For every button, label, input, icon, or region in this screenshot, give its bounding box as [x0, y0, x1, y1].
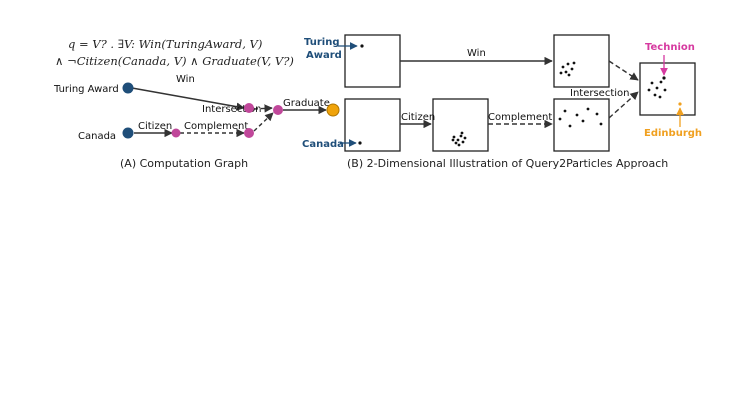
edge-label-intersection: Intersection [202, 104, 262, 115]
edge-intersection-upper [253, 104, 273, 113]
node-label-canada: Canada [78, 131, 116, 142]
edge-label-win: Win [176, 74, 195, 85]
edge-intersection-lower [253, 112, 274, 132]
label-win: Win [467, 48, 486, 59]
node-label-turing-award: Turing Award [53, 84, 119, 95]
edge-label-citizen: Citizen [138, 121, 172, 132]
particle-turing [360, 44, 364, 48]
node-canada [122, 127, 134, 139]
edge-label-complement: Complement [184, 121, 248, 132]
particle-canada [358, 141, 362, 145]
node-win-result [244, 103, 254, 113]
panel-a: q = V? . ∃V: Win(TuringAward, V) ∧ ¬Citi… [53, 37, 340, 170]
node-turing-award [122, 82, 134, 94]
caption-a: (A) Computation Graph [120, 157, 248, 170]
label-intersection: Intersection [570, 88, 630, 99]
node-answer [326, 103, 340, 117]
label-canada-anchor: Canada [302, 139, 344, 150]
node-intersection-result [273, 105, 283, 115]
edge-label-graduate: Graduate [283, 98, 330, 109]
formula-line-1: q = V? . ∃V: Win(TuringAward, V) [68, 37, 262, 51]
box-win [553, 34, 610, 88]
label-turing-line-1: Turing [304, 37, 339, 48]
particles-citizen [451, 131, 467, 147]
label-complement: Complement [488, 112, 552, 123]
formula-line-2: ∧ ¬Citizen(Canada, V) ∧ Graduate(V, V?) [55, 54, 294, 68]
node-citizen-result [171, 128, 181, 138]
particles-win [559, 61, 576, 77]
caption-b: (B) 2-Dimensional Illustration of Query2… [347, 157, 668, 170]
node-complement-result [244, 128, 254, 138]
edge-win [131, 87, 245, 111]
arrow-intersection-lower [608, 91, 639, 119]
box-turing-award [344, 34, 401, 88]
arrow-intersection-upper [608, 60, 639, 81]
box-complement [553, 98, 610, 152]
box-citizen [432, 98, 489, 152]
label-technion: Technion [645, 42, 695, 53]
panel-b: Turing Award Canada [302, 34, 702, 170]
label-edinburgh: Edinburgh [644, 128, 702, 139]
particle-edinburgh [678, 102, 682, 106]
particles-intersection [647, 80, 667, 99]
label-citizen: Citizen [401, 112, 435, 123]
particle-technion [662, 76, 666, 80]
particles-complement [558, 107, 603, 128]
label-turing-line-2: Award [306, 50, 342, 61]
